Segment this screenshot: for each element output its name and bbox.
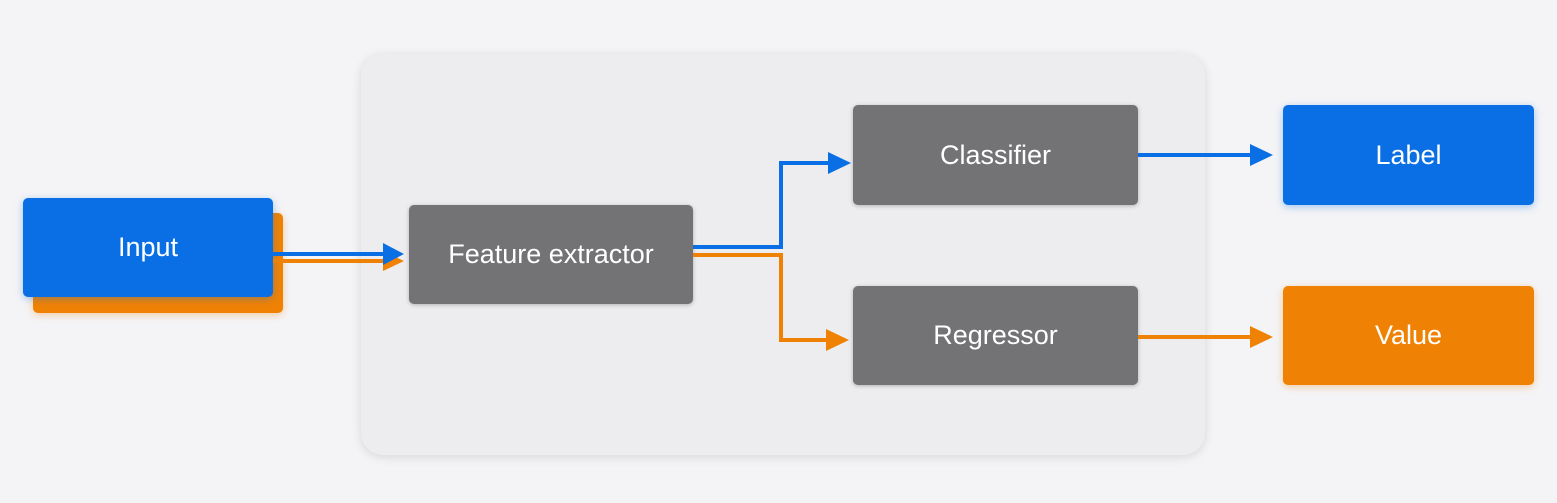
edge-feature-extractor-to-regressor	[693, 253, 849, 351]
value-node-label: Value	[1374, 320, 1443, 350]
input-node: Input	[23, 198, 273, 297]
regressor-node: Regressor	[853, 286, 1138, 385]
input-node-label: Input	[117, 232, 179, 262]
label-node: Label	[1283, 105, 1534, 205]
feature-extractor-node: Feature extractor	[409, 205, 693, 304]
classifier-node: Classifier	[853, 105, 1138, 205]
label-node-label: Label	[1375, 139, 1442, 170]
feature-extractor-node-label: Feature extractor	[448, 239, 654, 269]
edge-input-to-feature-extractor-blue	[273, 243, 404, 265]
edge-regressor-to-value	[1138, 326, 1273, 348]
edge-classifier-to-label	[1138, 144, 1273, 166]
value-node: Value	[1283, 286, 1534, 385]
edge-feature-extractor-to-classifier	[693, 152, 851, 249]
regressor-node-label: Regressor	[933, 320, 1058, 350]
classifier-node-label: Classifier	[939, 139, 1052, 170]
